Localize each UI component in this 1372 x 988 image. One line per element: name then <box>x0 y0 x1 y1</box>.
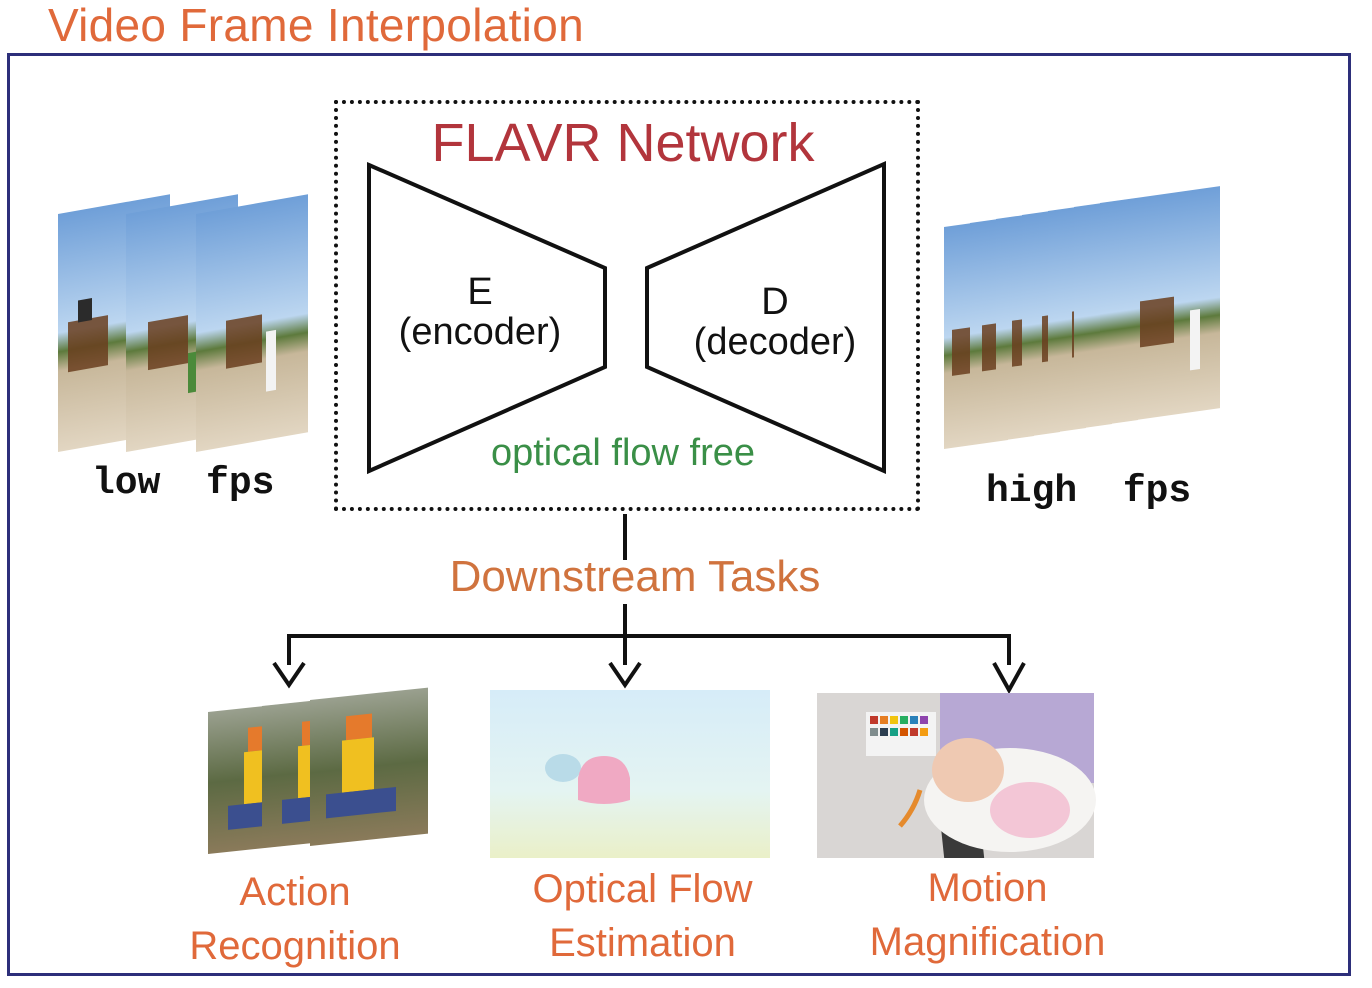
high-fps-frames <box>944 186 1220 449</box>
encoder-label: E (encoder) <box>380 272 580 352</box>
diagram-title: Video Frame Interpolation <box>48 0 584 51</box>
outer-frame <box>7 53 1351 976</box>
encoder-shape <box>367 161 607 475</box>
low-fps-frames <box>58 194 308 452</box>
arrow-action <box>272 661 306 689</box>
decoder-label: D (decoder) <box>675 282 875 362</box>
low-fps-label: low fps <box>92 462 275 505</box>
decoder-shape <box>645 160 886 475</box>
downstream-connectors <box>287 514 1011 665</box>
task-motion-magnification: Motion Magnification <box>845 861 1130 969</box>
task-action-recognition: Action Recognition <box>160 865 430 973</box>
task-label-line: Optical Flow <box>532 867 753 911</box>
flavr-network-box <box>334 100 920 511</box>
video-frame <box>196 194 308 452</box>
arrow-motion <box>992 662 1026 695</box>
task-label-line: Recognition <box>189 924 401 968</box>
video-frame <box>1100 186 1220 425</box>
motion-magnification-image <box>817 693 1096 858</box>
network-title: FLAVR Network <box>431 113 815 173</box>
action-recognition-frames <box>208 687 428 854</box>
video-frame <box>310 687 428 846</box>
arrow-flow <box>608 661 642 689</box>
downstream-title: Downstream Tasks <box>449 552 821 601</box>
encoder-name: (encoder) <box>398 311 562 353</box>
task-optical-flow-estimation: Optical Flow Estimation <box>500 862 785 970</box>
task-label-line: Magnification <box>869 920 1106 964</box>
optical-flow-image <box>490 690 770 858</box>
task-label-line: Estimation <box>549 921 736 965</box>
decoder-letter: D <box>761 281 789 323</box>
task-label-line: Motion <box>927 866 1048 910</box>
arrowheads <box>272 661 1026 695</box>
decoder-name: (decoder) <box>693 321 857 363</box>
color-chart <box>870 716 928 736</box>
optical-flow-free-note: optical flow free <box>490 432 755 474</box>
task-label-line: Action <box>239 870 351 914</box>
encoder-letter: E <box>467 271 493 313</box>
high-fps-label: high fps <box>986 470 1192 513</box>
